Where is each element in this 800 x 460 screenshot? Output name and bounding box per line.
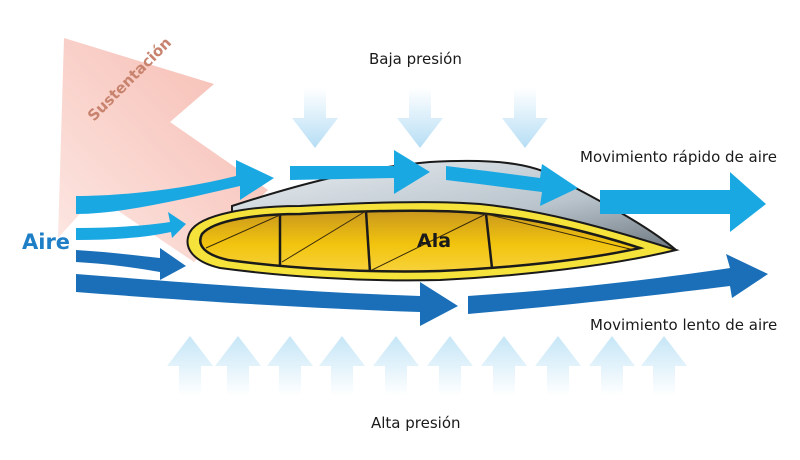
down-arrow: [292, 88, 338, 148]
up-arrow: [267, 336, 313, 396]
wing-diagonal: [281, 210, 367, 263]
high-pressure-label: Alta presión: [371, 414, 461, 432]
flow-arrow: [290, 150, 430, 194]
wing-diagonal: [205, 214, 281, 249]
up-arrow: [641, 336, 687, 396]
fast-air-arrows: [76, 150, 766, 240]
slow-air-label: Movimiento lento de aire: [590, 316, 778, 334]
wing-diagonal: [485, 213, 635, 251]
flow-arrow: [76, 274, 458, 326]
down-arrow: [397, 88, 443, 148]
flow-arrow: [76, 212, 186, 240]
up-arrow: [373, 336, 419, 396]
up-arrow: [167, 336, 213, 396]
wing-label: Ala: [417, 230, 452, 252]
flow-arrow: [446, 164, 578, 206]
up-arrow: [215, 336, 261, 396]
flow-arrow: [600, 172, 766, 232]
air-label: Aire: [22, 230, 71, 254]
up-arrow: [535, 336, 581, 396]
lift-arrow: [58, 38, 268, 262]
flow-arrow: [468, 254, 768, 314]
low-pressure-arrows: [292, 88, 548, 148]
up-arrow: [481, 336, 527, 396]
wing-rib: [484, 213, 494, 269]
wing-diagonals: [205, 210, 635, 271]
wing-inner: [199, 209, 645, 273]
high-pressure-arrows: [167, 336, 687, 396]
wing-diagonal: [371, 213, 487, 271]
low-pressure-label: Baja presión: [369, 50, 462, 68]
fast-air-label: Movimiento rápido de aire: [580, 148, 777, 166]
down-arrow: [502, 88, 548, 148]
slow-air-arrows: [76, 248, 768, 326]
flow-arrow: [76, 248, 186, 280]
up-arrow: [319, 336, 365, 396]
wing-ribs: [278, 210, 494, 273]
up-arrow: [589, 336, 635, 396]
flow-arrow: [76, 160, 274, 214]
up-arrow: [427, 336, 473, 396]
wing-rib: [364, 210, 372, 273]
